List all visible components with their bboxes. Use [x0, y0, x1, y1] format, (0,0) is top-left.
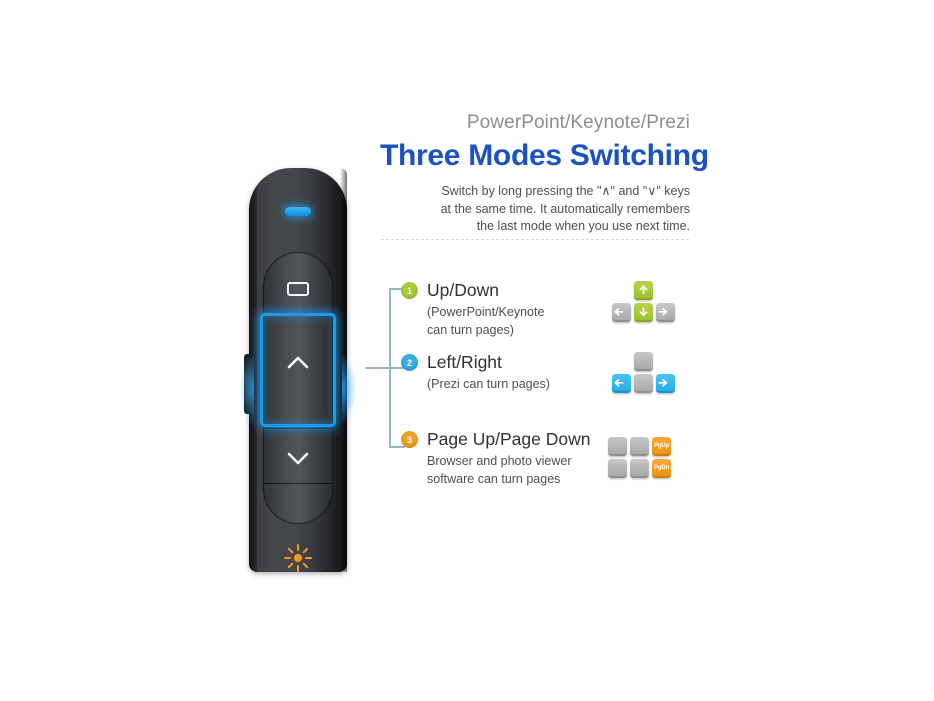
arrow-left-key: [612, 303, 631, 322]
mode-item: 1 Up/Down (PowerPoint/Keynote can turn page…: [401, 280, 544, 339]
arrow-right-key: [656, 303, 675, 322]
mode-description-line: (Prezi can turn pages): [427, 377, 550, 392]
panel-divider-bottom: [264, 483, 332, 484]
mode-description: Browser and photo viewer software can tur…: [427, 453, 590, 488]
mode-item-header: 3 Page Up/Page Down: [401, 429, 591, 449]
arrow-down-key: [634, 374, 653, 393]
blank-key: [630, 459, 649, 478]
bracket-leader-to-device: [365, 367, 390, 369]
arrow-up-key: [634, 352, 653, 371]
subtitle-line-3: the last mode when you use next time.: [476, 219, 690, 234]
arrow-down-icon: [639, 306, 648, 316]
arrow-left-icon: [614, 378, 624, 387]
arrow-up-key: [634, 281, 653, 300]
arrow-left-key: [612, 374, 631, 393]
mode-item-header: 1 Up/Down: [401, 280, 544, 300]
mode-description-line: can turn pages): [427, 322, 514, 337]
side-button[interactable]: [244, 354, 251, 414]
keyboard-diagram: [612, 352, 678, 396]
laser-pointer-icon[interactable]: [283, 543, 313, 573]
keycap-label: PgUp: [654, 442, 669, 449]
status-led-icon: [285, 207, 311, 216]
mode-description-line: software can turn pages: [427, 471, 561, 486]
mode-number-badge: 1: [401, 282, 418, 300]
up-chevron-icon[interactable]: [285, 350, 311, 376]
dashed-divider: [381, 239, 689, 240]
blank-key: [608, 459, 627, 478]
mode-title: Page Up/Page Down: [427, 429, 591, 449]
mode-number-badge: 3: [401, 431, 418, 449]
bracket-stub-3: [389, 446, 405, 448]
blank-key: [608, 437, 627, 456]
down-chevron-icon[interactable]: [285, 445, 311, 471]
arrow-up-icon: [639, 284, 648, 294]
bracket-stub-1: [389, 288, 405, 290]
subtitle-line-2: at the same time. It automatically remem…: [440, 201, 690, 216]
arrow-right-icon: [658, 378, 668, 387]
body-right-edge: [340, 168, 347, 572]
mode-description: (PowerPoint/Keynote can turn pages): [427, 304, 544, 339]
mode-description-line: Browser and photo viewer: [427, 454, 572, 469]
bracket-stub-2: [389, 367, 405, 369]
page-title: Three Modes Switching: [380, 138, 709, 172]
mode-description: (Prezi can turn pages): [427, 376, 550, 393]
mode-title: Left/Right: [427, 352, 502, 372]
updown-highlight-box: [260, 313, 336, 427]
eyebrow-text: PowerPoint/Keynote/Prezi: [466, 112, 690, 133]
keyboard-diagram: [612, 281, 678, 325]
page-up-key: PgUp: [652, 437, 671, 456]
arrow-right-key: [656, 374, 675, 393]
mode-description-line: (PowerPoint/Keynote: [427, 305, 545, 320]
mode-item-header: 2 Left/Right: [401, 352, 550, 372]
arrow-down-key: [634, 303, 653, 322]
blank-key: [630, 437, 649, 456]
presenter-remote-image: [240, 168, 356, 572]
header-block: PowerPoint/Keynote/Prezi Three Modes Swi…: [380, 112, 709, 236]
panel-divider-mid: [264, 428, 332, 429]
page-down-key: PgDn: [652, 459, 671, 478]
arrow-right-icon: [658, 307, 668, 316]
screen-blank-icon[interactable]: [287, 282, 309, 296]
remote-key-panel: [263, 252, 333, 572]
subtitle-text: Switch by long pressing the "∧" and "∨" …: [380, 183, 690, 236]
mode-item: 2 Left/Right (Prezi can turn pages): [401, 352, 550, 394]
callout-bracket: [365, 288, 405, 448]
keycap-label: PgDn: [654, 464, 669, 471]
arrow-left-icon: [614, 307, 624, 316]
mode-title: Up/Down: [427, 280, 499, 300]
subtitle-line-1: Switch by long pressing the "∧" and "∨" …: [441, 183, 690, 198]
mode-number-badge: 2: [401, 354, 418, 372]
